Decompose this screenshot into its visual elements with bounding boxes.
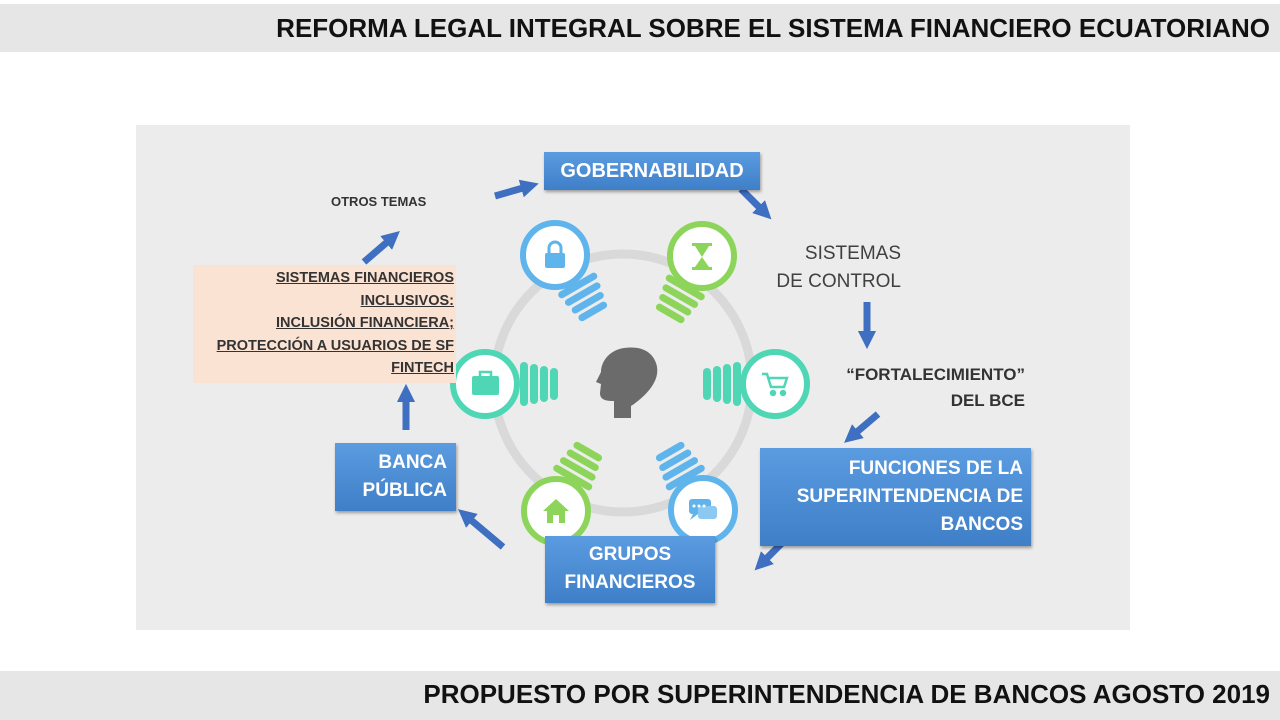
sistemas-control-label: SISTEMAS DE CONTROL <box>776 243 901 292</box>
sistemas-inclusivos-box: SISTEMAS FINANCIEROS INCLUSIVOS: INCLUSI… <box>193 265 456 383</box>
bulb-lock <box>520 220 608 322</box>
briefcase-icon <box>472 370 499 395</box>
arrow-to-otros-temas <box>361 231 400 265</box>
fortalecimiento-bce-label: “FORTALECIMIENTO” DEL BCE <box>846 365 1025 410</box>
home-icon <box>543 499 569 523</box>
cart-icon <box>762 372 789 397</box>
header-bar: REFORMA LEGAL INTEGRAL SOBRE EL SISTEMA … <box>0 4 1280 52</box>
arrow-to-sistemas-control <box>738 186 772 220</box>
footer-text: PROPUESTO POR SUPERINTENDENCIA DE BANCOS… <box>423 679 1270 709</box>
bulb-briefcase <box>450 349 558 419</box>
page-title: REFORMA LEGAL INTEGRAL SOBRE EL SISTEMA … <box>276 13 1270 43</box>
chat-icon <box>689 499 717 520</box>
banca-publica-box: BANCA PÚBLICA <box>335 443 456 511</box>
head-icon <box>596 347 658 418</box>
bulb-home <box>521 441 603 546</box>
otros-temas-label: OTROS TEMAS <box>331 194 427 209</box>
bulb-cart <box>703 349 810 419</box>
arrow-to-gobernabilidad <box>494 179 539 200</box>
funciones-superintendencia-box: FUNCIONES DE LA SUPERINTENDENCIA DE BANC… <box>760 448 1031 546</box>
arrow-to-banca-publica <box>458 509 506 550</box>
grupos-financieros-box: GRUPOS FINANCIEROS <box>545 536 715 603</box>
lock-icon <box>545 240 565 268</box>
bulb-chat <box>655 441 738 545</box>
footer-bar: PROPUESTO POR SUPERINTENDENCIA DE BANCOS… <box>0 671 1280 720</box>
hourglass-icon <box>692 243 712 270</box>
gobernabilidad-box: GOBERNABILIDAD <box>544 152 760 190</box>
arrow-to-funciones <box>844 411 881 443</box>
bulb-hourglass <box>655 221 737 324</box>
flow-arrows <box>361 179 881 571</box>
gobernabilidad-label: GOBERNABILIDAD <box>560 160 744 182</box>
